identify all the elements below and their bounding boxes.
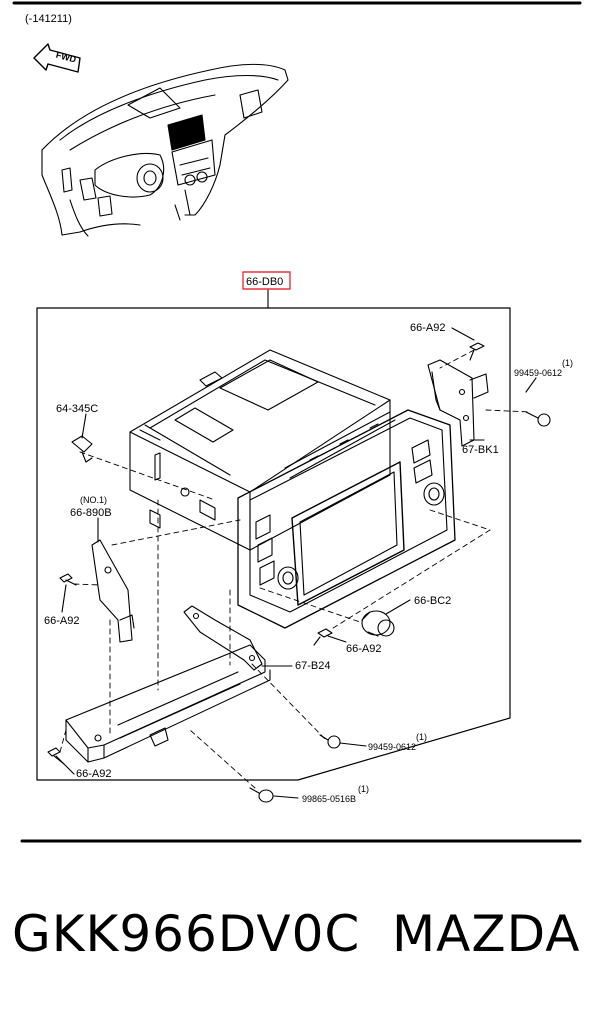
callout-qty-mid: (1) (416, 732, 427, 742)
bottom-tray (65, 644, 271, 763)
screw-left-icon (59, 573, 77, 586)
clip-64-345c-icon (71, 435, 93, 463)
left-bracket (91, 539, 135, 643)
callout-no1: (NO.1) (80, 495, 107, 505)
bolt-top-right-icon (525, 411, 551, 427)
callout-66-890b[interactable]: 66-890B (70, 507, 112, 519)
callout-qty-bottom: (1) (358, 784, 369, 794)
part-info: GKK966DV0C MAZDA (0, 898, 600, 970)
bolt-bottom-icon (249, 787, 274, 803)
dashboard-thumbnail (41, 63, 289, 237)
callout-99865-bottom[interactable]: 99865-0516B (302, 794, 356, 804)
callout-67-b24[interactable]: 67-B24 (295, 660, 330, 672)
callout-66-bc2[interactable]: 66-BC2 (414, 595, 451, 607)
callout-67-bk1[interactable]: 67-BK1 (462, 444, 499, 456)
main-ref-label[interactable]: 66-DB0 (246, 276, 283, 288)
brand-name: MAZDA (392, 905, 581, 963)
screw-top-right-icon (469, 342, 485, 361)
main-ref-highlight (242, 271, 291, 290)
callout-qty-top: (1) (562, 358, 573, 368)
callout-66-a92-left[interactable]: 66-A92 (44, 615, 79, 627)
callout-66-a92-top[interactable]: 66-A92 (410, 322, 445, 334)
callout-66-a92-mid[interactable]: 66-A92 (346, 643, 381, 655)
callout-99459-mid[interactable]: 99459-0612 (368, 742, 416, 752)
callout-99459-top[interactable]: 99459-0612 (514, 368, 562, 378)
fwd-arrow-icon (33, 43, 81, 73)
callout-66-a92-bottom[interactable]: 66-A92 (76, 768, 111, 780)
small-bracket-67-b24 (183, 605, 263, 671)
screw-mid-icon (313, 628, 333, 646)
knob-66-bc2-icon (361, 610, 395, 637)
fwd-label: FWD (55, 50, 78, 65)
right-bracket (427, 359, 489, 447)
radio-head-unit (129, 349, 456, 629)
callout-64-345c[interactable]: 64-345C (56, 403, 98, 415)
date-code: (-141211) (25, 13, 72, 25)
part-number: GKK966DV0C (12, 905, 361, 963)
diagram-frame (36, 307, 511, 781)
